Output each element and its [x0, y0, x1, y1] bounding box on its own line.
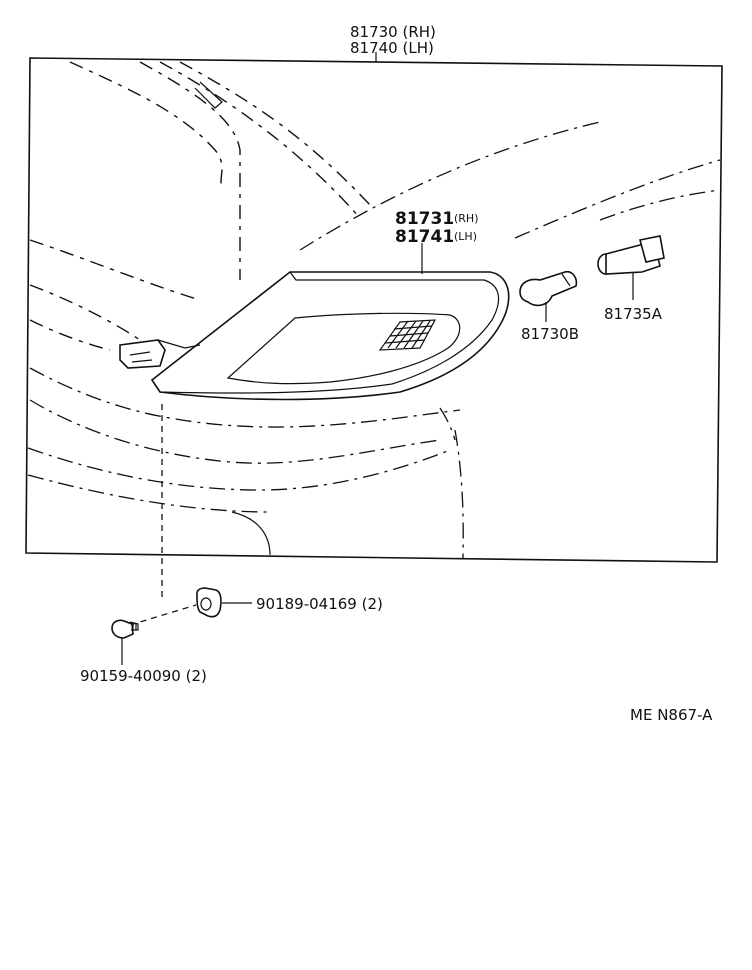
screw-label: 90159-40090 (2)	[80, 667, 207, 685]
bulb-label: 81730B	[521, 325, 579, 343]
lens-lh-number: 81741	[395, 227, 454, 247]
socket-icon	[597, 235, 665, 300]
socket-label: 81735A	[604, 305, 663, 323]
lens-reflector-pattern	[378, 319, 437, 351]
vehicle-body-outline	[27, 61, 721, 559]
figure-code: ME N867-A	[630, 706, 713, 724]
nut-label: 90189-04169 (2)	[256, 595, 383, 613]
lens-lh-side: (LH)	[454, 230, 477, 243]
nut-icon	[196, 587, 252, 618]
screw-icon	[111, 619, 139, 665]
assembly-lh-label: 81740 (LH)	[350, 39, 434, 57]
turn-signal-lamp-assembly	[119, 271, 510, 401]
lens-rh-side: (RH)	[454, 212, 479, 225]
bulb-icon	[519, 270, 578, 322]
assembly-rh-label: 81730 (RH)	[350, 23, 436, 41]
lens-rh-number: 81731	[395, 209, 454, 229]
diagram-frame	[25, 57, 723, 563]
installation-path-line-2	[129, 604, 197, 626]
